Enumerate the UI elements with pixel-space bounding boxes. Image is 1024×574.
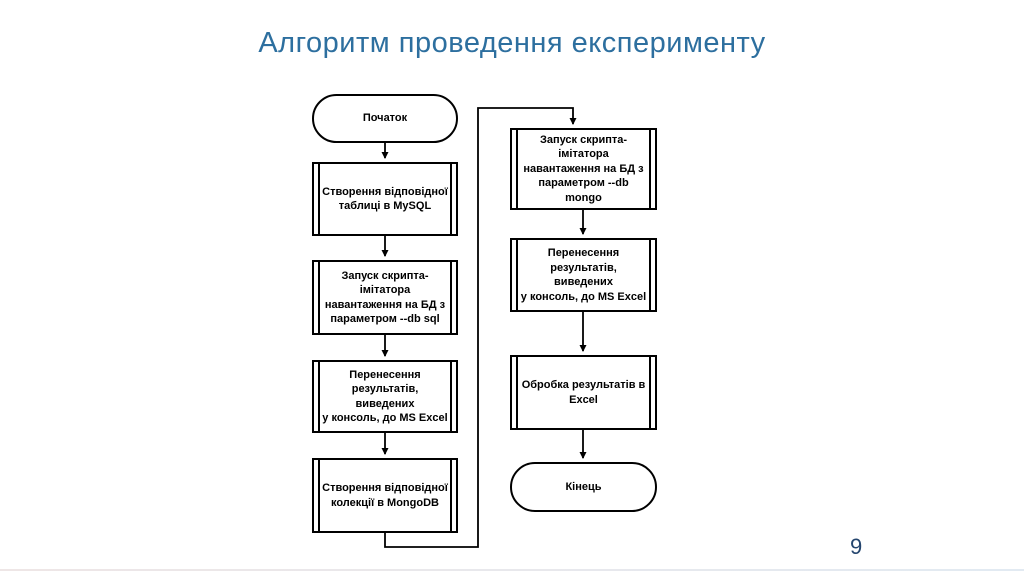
flow-node-run-script-sql: Запуск скрипта- імітатора навантаження н… (312, 260, 458, 335)
flow-node-end: Кінець (510, 462, 657, 512)
flow-node-run-script-mongo: Запуск скрипта- імітатора навантаження н… (510, 128, 657, 210)
flow-node-create-mongo-collection: Створення відповідної колекції в MongoDB (312, 458, 458, 533)
flow-node-transfer-results-mongo: Перенесення результатів, виведених у кон… (510, 238, 657, 312)
slide-title: Алгоритм проведення експерименту (258, 27, 766, 59)
page-number: 9 (850, 534, 863, 559)
flow-node-transfer-results-sql: Перенесення результатів, виведених у кон… (312, 360, 458, 433)
footer-divider (0, 569, 1024, 571)
flow-node-start: Початок (312, 94, 458, 143)
flow-node-create-mysql-table: Створення відповідної таблиці в MySQL (312, 162, 458, 236)
flow-node-process-results-excel: Обробка результатів в Excel (510, 355, 657, 430)
